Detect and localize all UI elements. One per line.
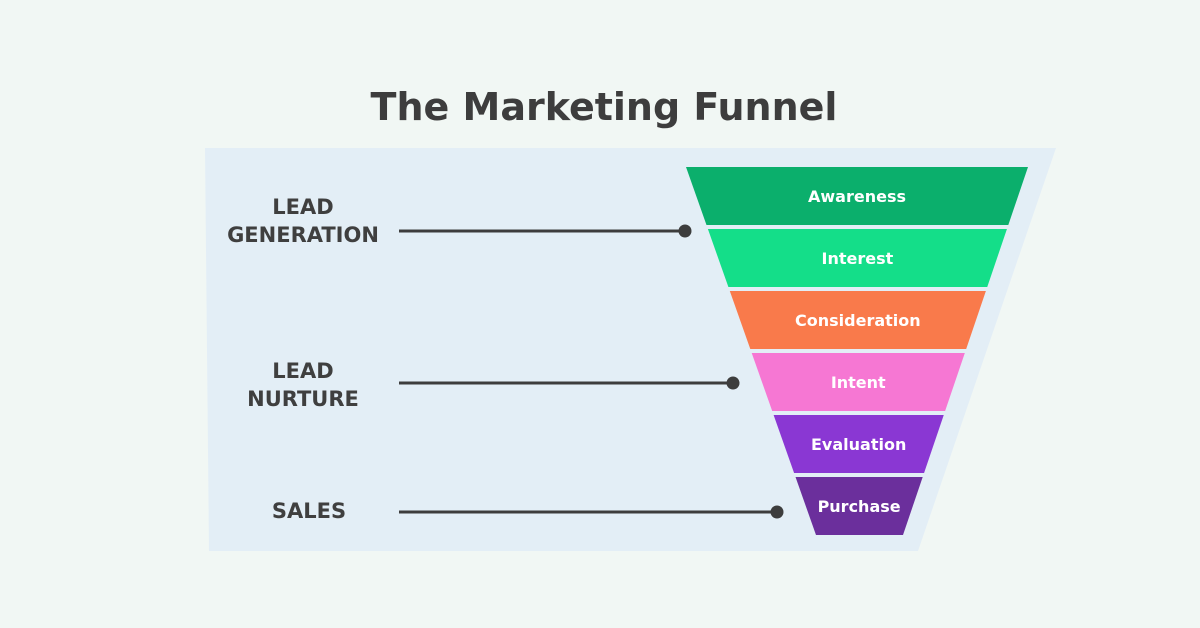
group-label-line: SALES bbox=[272, 499, 346, 523]
connector-dot bbox=[726, 376, 740, 390]
group-label-line: LEAD bbox=[272, 195, 333, 219]
funnel-stage-label: Purchase bbox=[818, 497, 901, 516]
group-lead-generation: LEAD GENERATION bbox=[227, 195, 692, 247]
group-label-line: LEAD bbox=[272, 359, 333, 383]
funnel-stage-awareness: Awareness bbox=[686, 167, 1028, 225]
funnel-band bbox=[729, 291, 986, 349]
connector-dot bbox=[678, 224, 692, 238]
funnel-band bbox=[707, 229, 1007, 287]
funnel-stage-label: Awareness bbox=[808, 187, 906, 206]
connector-dot bbox=[770, 505, 784, 519]
funnel-band bbox=[686, 167, 1028, 225]
group-lead-nurture: LEAD NURTURE bbox=[247, 359, 740, 411]
group-label-line: GENERATION bbox=[227, 223, 379, 247]
diagram-title: The Marketing Funnel bbox=[371, 85, 838, 129]
funnel-stage-label: Evaluation bbox=[811, 435, 906, 454]
funnel-stage-label: Intent bbox=[831, 373, 886, 392]
funnel-stage-intent: Intent bbox=[751, 353, 965, 411]
funnel-band bbox=[773, 415, 944, 473]
funnel-stage-purchase: Purchase bbox=[795, 477, 923, 535]
funnel-stage-label: Consideration bbox=[795, 311, 921, 330]
funnel-band bbox=[795, 477, 923, 535]
funnel-stage-consideration: Consideration bbox=[729, 291, 986, 349]
funnel-band bbox=[751, 353, 965, 411]
funnel-stage-label: Interest bbox=[822, 249, 894, 268]
funnel: AwarenessInterestConsiderationIntentEval… bbox=[686, 167, 1028, 535]
group-label-line: NURTURE bbox=[247, 387, 359, 411]
funnel-stage-evaluation: Evaluation bbox=[773, 415, 944, 473]
group-sales: SALES bbox=[272, 499, 784, 523]
funnel-connectors: LEAD GENERATION LEAD NURTURE SALES bbox=[227, 195, 784, 523]
funnel-stage-interest: Interest bbox=[707, 229, 1007, 287]
